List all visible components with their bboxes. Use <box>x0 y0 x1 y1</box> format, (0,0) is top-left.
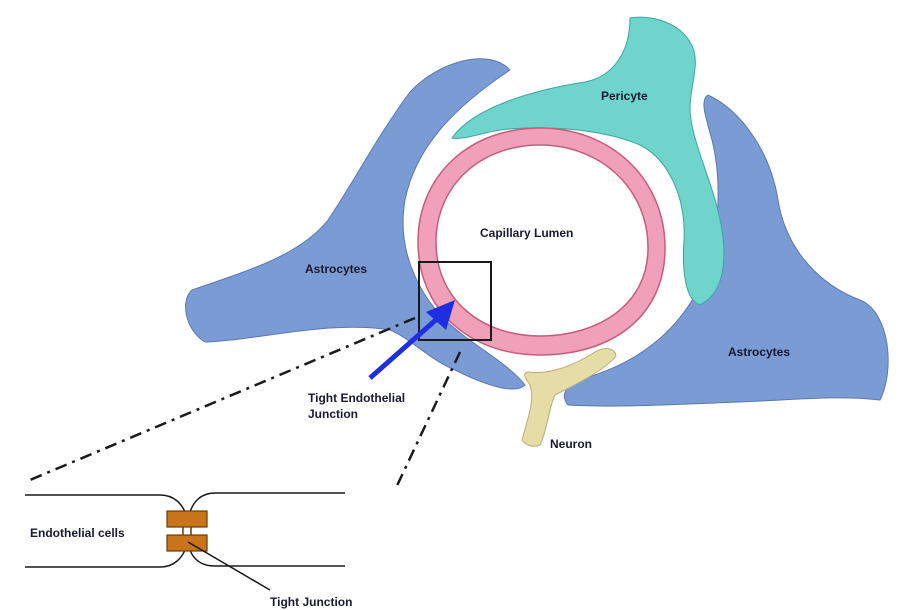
junction-protein-bottom <box>167 535 207 551</box>
label-pericyte: Pericyte <box>601 89 648 103</box>
label-astrocytes-right: Astrocytes <box>728 345 790 359</box>
label-capillary-lumen: Capillary Lumen <box>480 226 573 240</box>
label-astrocytes-left: Astrocytes <box>305 262 367 276</box>
endothelial-cell-top-left <box>25 495 185 512</box>
endothelial-cell-top-right <box>190 493 345 512</box>
endothelial-inset <box>25 493 345 590</box>
label-junction: Junction <box>308 407 358 421</box>
junction-protein-top <box>167 511 207 527</box>
label-tight-endothelial: Tight Endothelial <box>308 391 405 405</box>
zoom-line-right <box>395 352 460 490</box>
label-tight-junction: Tight Junction <box>270 595 352 609</box>
label-neuron: Neuron <box>550 437 592 451</box>
endothelial-cell-bottom-left <box>25 550 185 567</box>
label-endothelial-cells: Endothelial cells <box>30 526 125 540</box>
endothelial-cell-bottom-right <box>190 550 345 566</box>
endothelial-ring <box>418 128 665 355</box>
